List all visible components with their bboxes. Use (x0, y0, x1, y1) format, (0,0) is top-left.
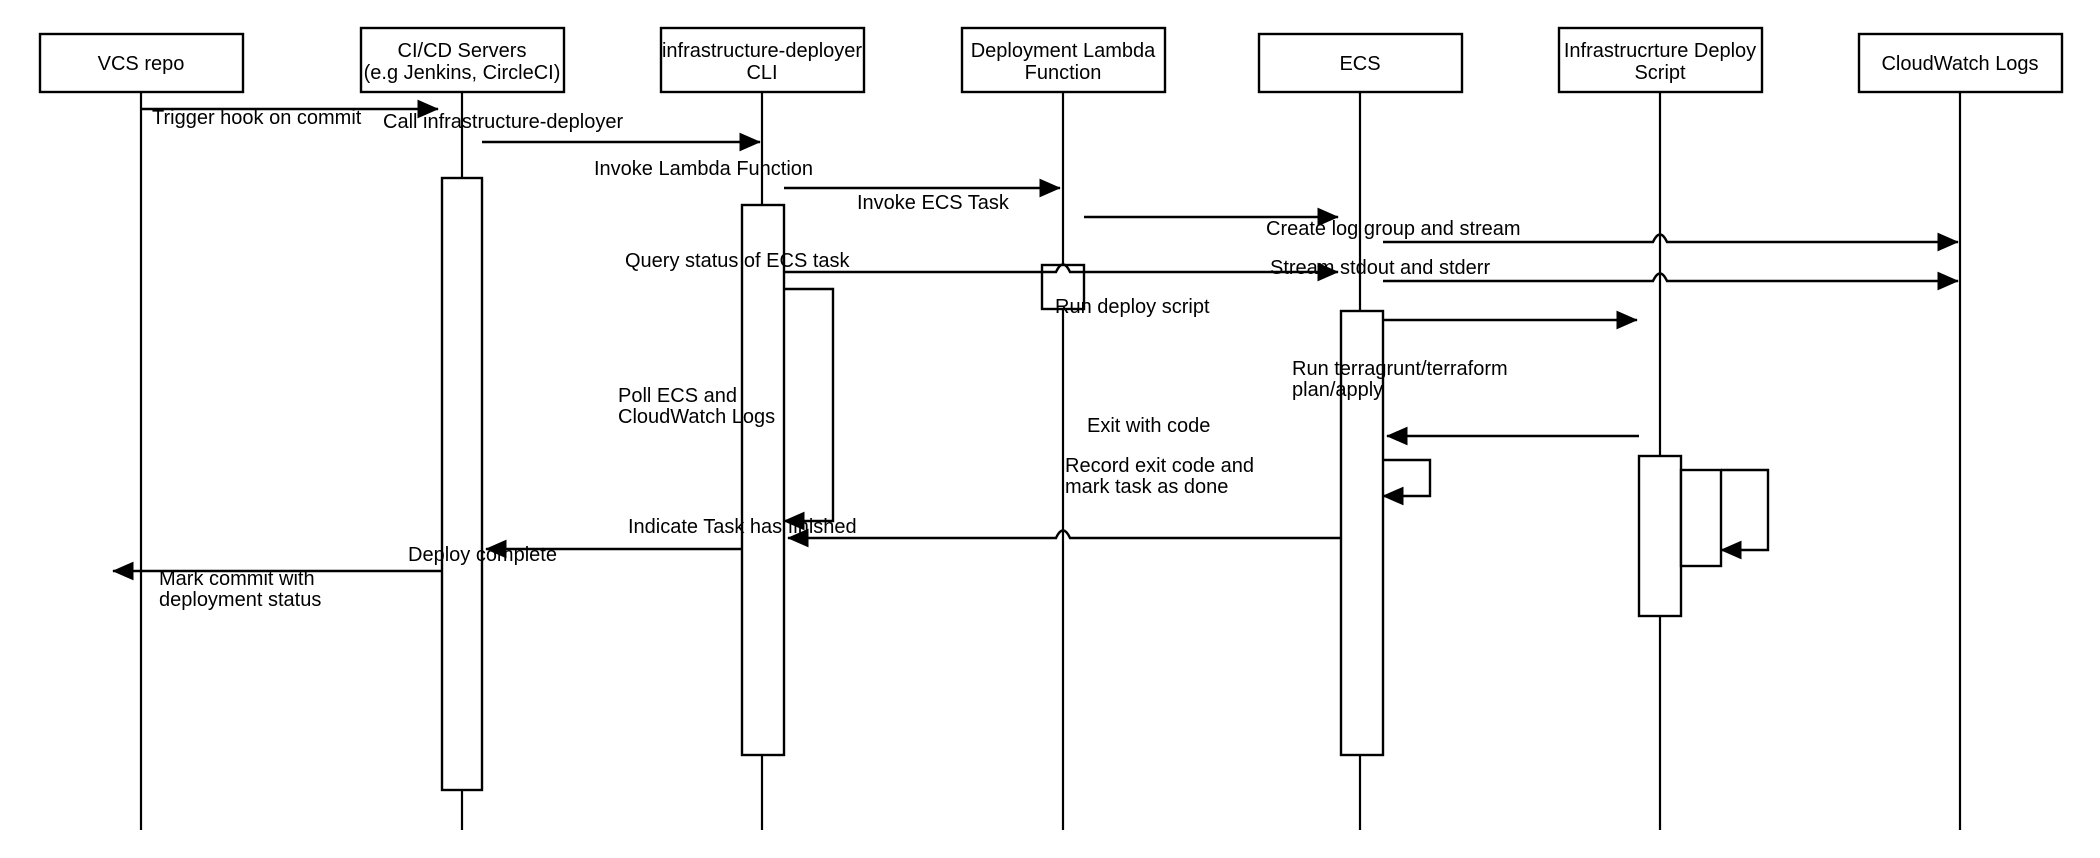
participant-box-logs[interactable]: CloudWatch Logs (1857, 32, 2064, 94)
message-m11: Deploy complete (408, 539, 742, 566)
activation-bar-script (1637, 454, 1683, 618)
message-label-m5: Create log group and stream (1266, 218, 1521, 240)
activation-bar-cicd (440, 176, 484, 792)
participant-label-logs: CloudWatch Logs (1881, 53, 2038, 75)
participant-label-cicd: CI/CD Servers(e.g Jenkins, CircleCI) (364, 40, 561, 84)
message-label-m7: Stream stdout and stderr (1270, 257, 1490, 279)
message-label-m1: Trigger hook on commit (152, 107, 362, 129)
messages-layer: Trigger hook on commit Call infrastructur… (112, 99, 1959, 611)
message-arrow (787, 528, 1341, 548)
message-label-m2: Call infrastructure-deployer (383, 111, 623, 133)
message-label-m9: Exit with code (1087, 415, 1210, 437)
message-label-m3: Invoke Lambda Function (594, 158, 813, 180)
participant-boxes-layer: VCS repo CI/CD Servers(e.g Jenkins, Circl… (38, 26, 2064, 94)
message-label-m10: Indicate Task has finished (628, 516, 857, 538)
participant-box-cicd[interactable]: CI/CD Servers(e.g Jenkins, CircleCI) (359, 26, 566, 94)
message-m3: Invoke Lambda Function (594, 158, 1061, 198)
message-m5: Create log group and stream (1266, 218, 1959, 252)
message-label-m4: Invoke ECS Task (857, 192, 1010, 214)
activation-bar-ecs (1339, 309, 1385, 757)
message-arrow (784, 262, 1339, 282)
participant-label-vcs: VCS repo (98, 53, 185, 75)
message-m10: Indicate Task has finished (628, 516, 1341, 548)
message-m9: Exit with code (1087, 415, 1639, 446)
message-label-m11: Deploy complete (408, 544, 557, 566)
participant-box-rect (1857, 32, 2064, 94)
participant-box-rect (38, 32, 245, 94)
activation-bar-cli (740, 203, 786, 757)
self-message-arrow (1720, 468, 1770, 560)
participant-box-rect (1257, 32, 1464, 94)
participant-box-vcs[interactable]: VCS repo (38, 32, 245, 94)
message-m1: Trigger hook on commit (141, 99, 439, 129)
participant-box-rect (1557, 26, 1764, 94)
participant-box-ecs[interactable]: ECS (1257, 32, 1464, 94)
message-label-m8: Run deploy script (1055, 296, 1210, 318)
message-arrow (1383, 232, 1959, 252)
participant-box-rect (659, 26, 866, 94)
message-m6: Query status of ECS task (625, 250, 1339, 282)
message-label-m6: Query status of ECS task (625, 250, 851, 272)
message-m7: Stream stdout and stderr (1270, 257, 1959, 291)
activations-layer (440, 176, 1723, 792)
self-message-arrow (783, 287, 835, 531)
message-m8: Run deploy script (1055, 296, 1638, 330)
message-arrow (1383, 271, 1959, 291)
activation-bar-script (1679, 468, 1723, 568)
message-m4: Invoke ECS Task (857, 192, 1339, 227)
participant-label-ecs: ECS (1339, 53, 1380, 75)
message-m2: Call infrastructure-deployer (383, 111, 761, 152)
participant-box-rect (960, 26, 1167, 94)
participant-box-rect (359, 26, 566, 94)
self-message-arrow (1382, 458, 1432, 506)
lifelines-layer (139, 92, 1962, 830)
